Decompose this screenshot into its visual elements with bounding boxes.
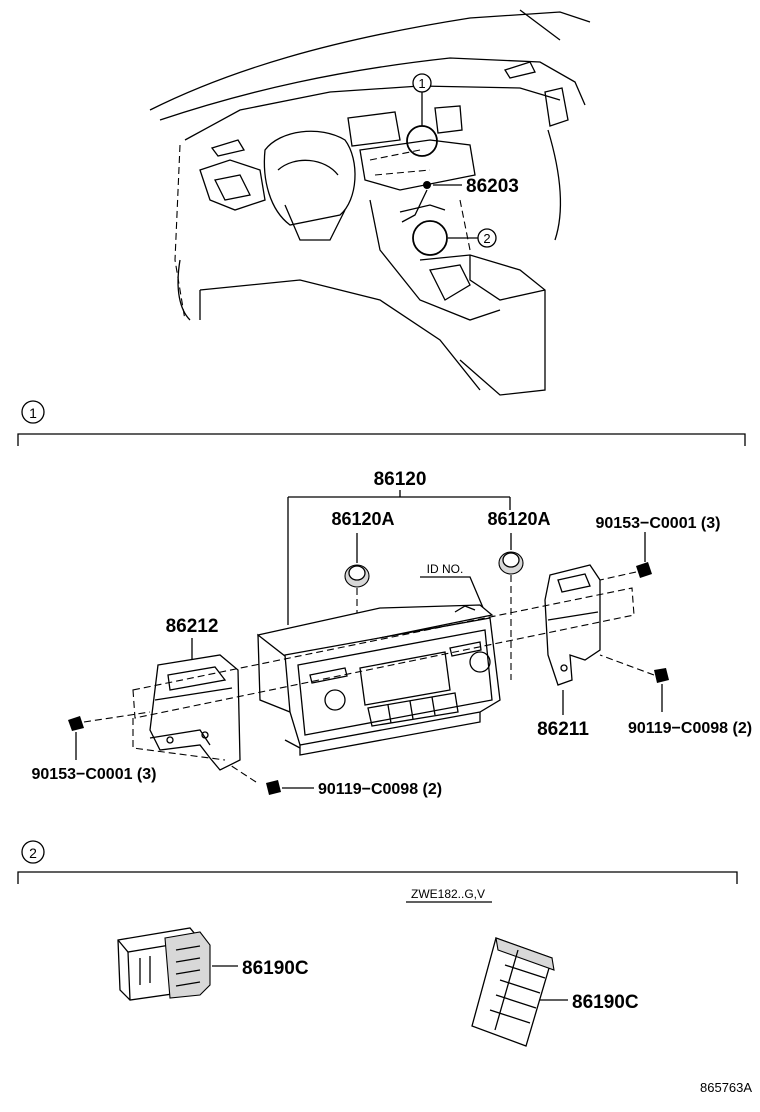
screw-left-label: 90153−C0001 (3) <box>32 766 157 783</box>
assembly-86120-label: 86120 <box>374 469 427 490</box>
part-86190c-left-label: 86190C <box>242 958 309 979</box>
svg-text:2: 2 <box>483 231 490 246</box>
bracket-86211 <box>544 564 601 686</box>
illustration-number: 865763A <box>700 1080 752 1095</box>
dashboard-callout-1: 1 <box>412 73 432 126</box>
screw-top-right <box>599 532 652 581</box>
bracket-86211-label: 86211 <box>537 719 589 740</box>
section-1-header: 1 <box>17 400 746 446</box>
part-86203-sensor <box>401 181 462 223</box>
knob-right <box>498 533 524 680</box>
bracket-86212-label: 86212 <box>166 616 219 637</box>
dashboard-highlight-circle-2 <box>412 220 448 256</box>
section-2-header: 2 <box>17 840 738 884</box>
mounting-centerline-dashes <box>132 587 635 761</box>
dashboard-illustration <box>149 9 591 396</box>
part-86190c-right <box>471 937 555 1047</box>
assembly-86120-leader <box>287 490 511 625</box>
part-86203-label: 86203 <box>466 176 519 197</box>
screw-bottom <box>229 764 314 795</box>
dashboard-highlight-circle-1 <box>406 125 438 157</box>
screw-right-label: 90119−C0098 (2) <box>628 720 752 737</box>
id-no-label: ID NO. <box>427 562 464 576</box>
part-86190c-left <box>117 927 211 1001</box>
screw-bottom-label: 90119−C0098 (2) <box>318 781 442 798</box>
knob-left-label: 86120A <box>331 509 394 529</box>
screw-left <box>68 711 151 760</box>
svg-text:1: 1 <box>29 405 37 421</box>
screw-top-right-label: 90153−C0001 (3) <box>596 515 721 532</box>
screw-right <box>599 654 669 712</box>
air-conditioning-control-unit <box>257 604 501 756</box>
id-no-leader <box>420 576 485 611</box>
condition-label: ZWE182..G,V <box>411 887 485 901</box>
dashboard-callout-2: 2 <box>448 228 497 248</box>
part-86190c-right-label: 86190C <box>572 992 639 1013</box>
bracket-86212 <box>149 654 241 771</box>
svg-text:2: 2 <box>29 845 37 861</box>
knob-right-label: 86120A <box>487 509 550 529</box>
svg-text:1: 1 <box>418 76 425 91</box>
